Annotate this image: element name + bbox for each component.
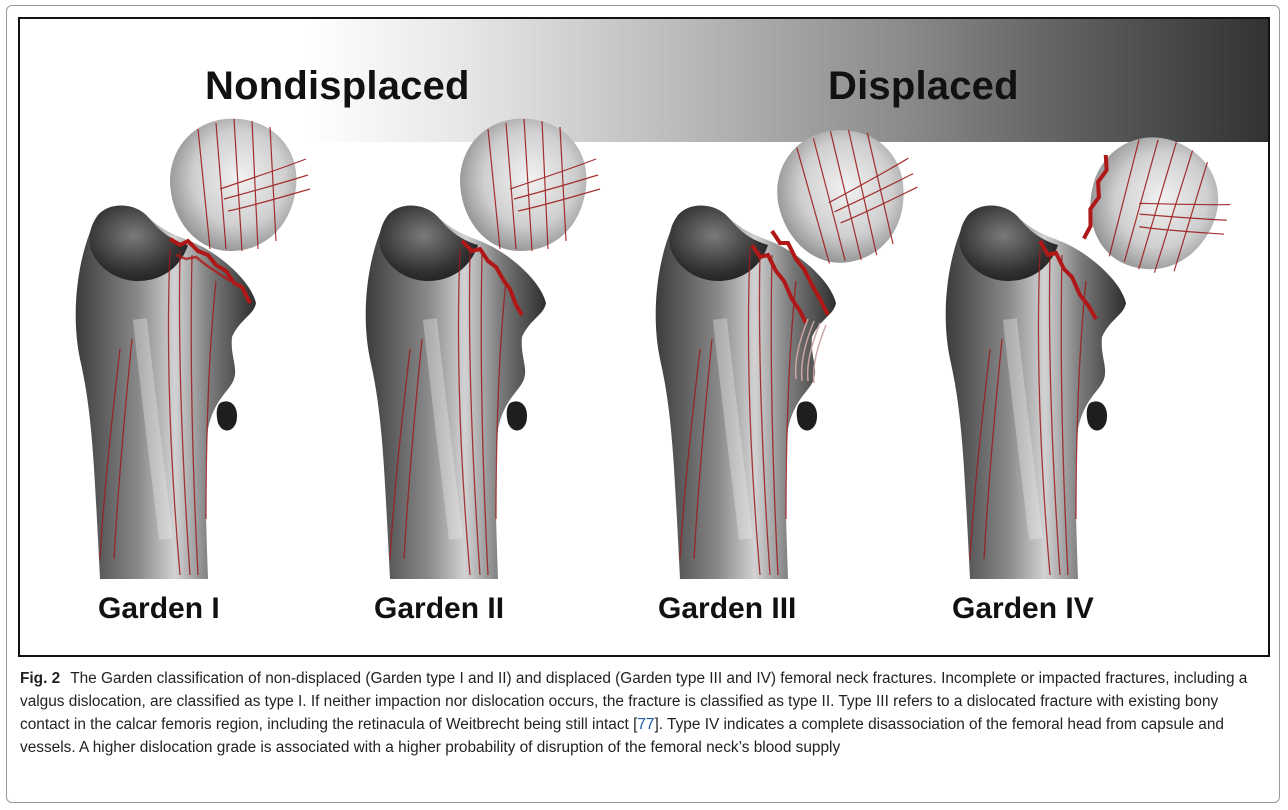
garden-i-label: Garden I <box>98 592 220 626</box>
femur-illustrations <box>20 19 1268 655</box>
garden-iv-label: Garden IV <box>952 592 1094 626</box>
garden-i-femur <box>76 119 310 579</box>
garden-ii-femur <box>366 119 600 579</box>
figure-panel: Nondisplaced Displaced <box>18 17 1270 657</box>
garden-iii-femur <box>656 118 929 579</box>
figure-label: Fig. 2 <box>20 670 60 687</box>
garden-ii-label: Garden II <box>374 592 504 626</box>
garden-iii-label: Garden III <box>658 592 796 626</box>
garden-iv-femur <box>946 120 1248 579</box>
citation-link[interactable]: 77 <box>637 716 654 733</box>
